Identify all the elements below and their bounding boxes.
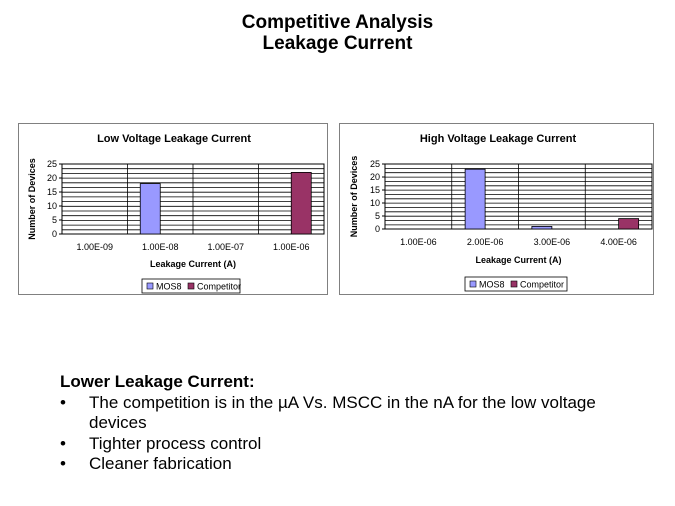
y-axis-label: Number of Devices (27, 158, 37, 240)
low-voltage-chart: Low Voltage Leakage Current 0 5 10 15 20 25 1.0… (18, 123, 328, 295)
bullet-item: • The competition is in the µA Vs. MSCC i… (60, 393, 640, 434)
bullet-dot: • (60, 433, 66, 453)
bullet-text: Cleaner fabrication (89, 454, 232, 473)
slide-title-line-2: Leakage Current (262, 33, 413, 54)
y-tick-label: 20 (47, 173, 57, 183)
chart-title: High Voltage Leakage Current (420, 133, 577, 145)
y-axis-label: Number of Devices (349, 156, 359, 238)
bar-competitor (290, 172, 312, 235)
x-tick-label: 1.00E-09 (76, 242, 113, 252)
legend-swatch (146, 282, 154, 290)
x-tick-label: 1.00E-08 (142, 242, 179, 252)
y-tick-label: 25 (370, 159, 380, 169)
slide-title-line-1: Competitive Analysis (241, 12, 434, 33)
bullet-list: • The competition is in the µA Vs. MSCC i… (60, 393, 640, 475)
x-tick-label: 1.00E-07 (207, 242, 244, 252)
x-tick-label: 4.00E-06 (600, 237, 637, 247)
slide-title: Competitive Analysis Leakage Current (0, 12, 675, 54)
y-tick-label: 15 (47, 187, 57, 197)
y-tick-label: 0 (375, 224, 380, 234)
bullet-item: • Cleaner fabrication (60, 454, 640, 475)
low-voltage-chart-svg: Low Voltage Leakage Current 0 5 10 15 20 25 1.0… (27, 133, 325, 294)
y-tick-label: 25 (47, 159, 57, 169)
legend-label: Competitor (520, 280, 564, 290)
bullet-dot: • (60, 392, 66, 412)
high-voltage-chart-svg: High Voltage Leakage Current 0 5 10 15 20 25 1.… (349, 133, 653, 292)
high-voltage-chart: High Voltage Leakage Current 0 5 10 15 20 25 1.… (339, 123, 654, 295)
chart-title: Low Voltage Leakage Current (97, 133, 251, 145)
legend: MOS8 Competitor (464, 276, 568, 292)
bar-mos8 (464, 168, 486, 230)
legend-label: MOS8 (156, 282, 182, 292)
legend: MOS8 Competitor (141, 278, 241, 294)
y-tick-label: 15 (370, 185, 380, 195)
x-axis-label: Leakage Current (A) (150, 259, 236, 269)
x-tick-label: 1.00E-06 (400, 237, 437, 247)
legend-swatch (510, 280, 518, 288)
y-tick-label: 5 (52, 215, 57, 225)
bullet-text: The competition is in the µA Vs. MSCC in… (89, 392, 596, 433)
legend-swatch (469, 280, 477, 288)
y-tick-label: 0 (52, 229, 57, 239)
x-tick-label: 2.00E-06 (467, 237, 504, 247)
bullet-text: Tighter process control (89, 433, 262, 453)
legend-label: Competitor (197, 282, 241, 292)
y-tick-label: 20 (370, 172, 380, 182)
legend-label: MOS8 (479, 280, 505, 290)
y-tick-label: 10 (47, 201, 57, 211)
bullet-dot: • (60, 454, 66, 473)
legend-swatch (187, 282, 195, 290)
y-tick-label: 10 (370, 198, 380, 208)
bullet-item: • Tighter process control (60, 434, 640, 455)
bar-mos8 (531, 226, 553, 230)
bullet-heading: Lower Leakage Current: (60, 372, 255, 391)
bullet-section: Lower Leakage Current: • The competition … (60, 372, 640, 475)
bar-competitor (618, 218, 640, 230)
y-tick-label: 5 (375, 211, 380, 221)
x-tick-label: 1.00E-06 (273, 242, 310, 252)
x-axis-label: Leakage Current (A) (475, 255, 561, 265)
bar-mos8 (139, 183, 161, 235)
x-tick-label: 3.00E-06 (534, 237, 571, 247)
